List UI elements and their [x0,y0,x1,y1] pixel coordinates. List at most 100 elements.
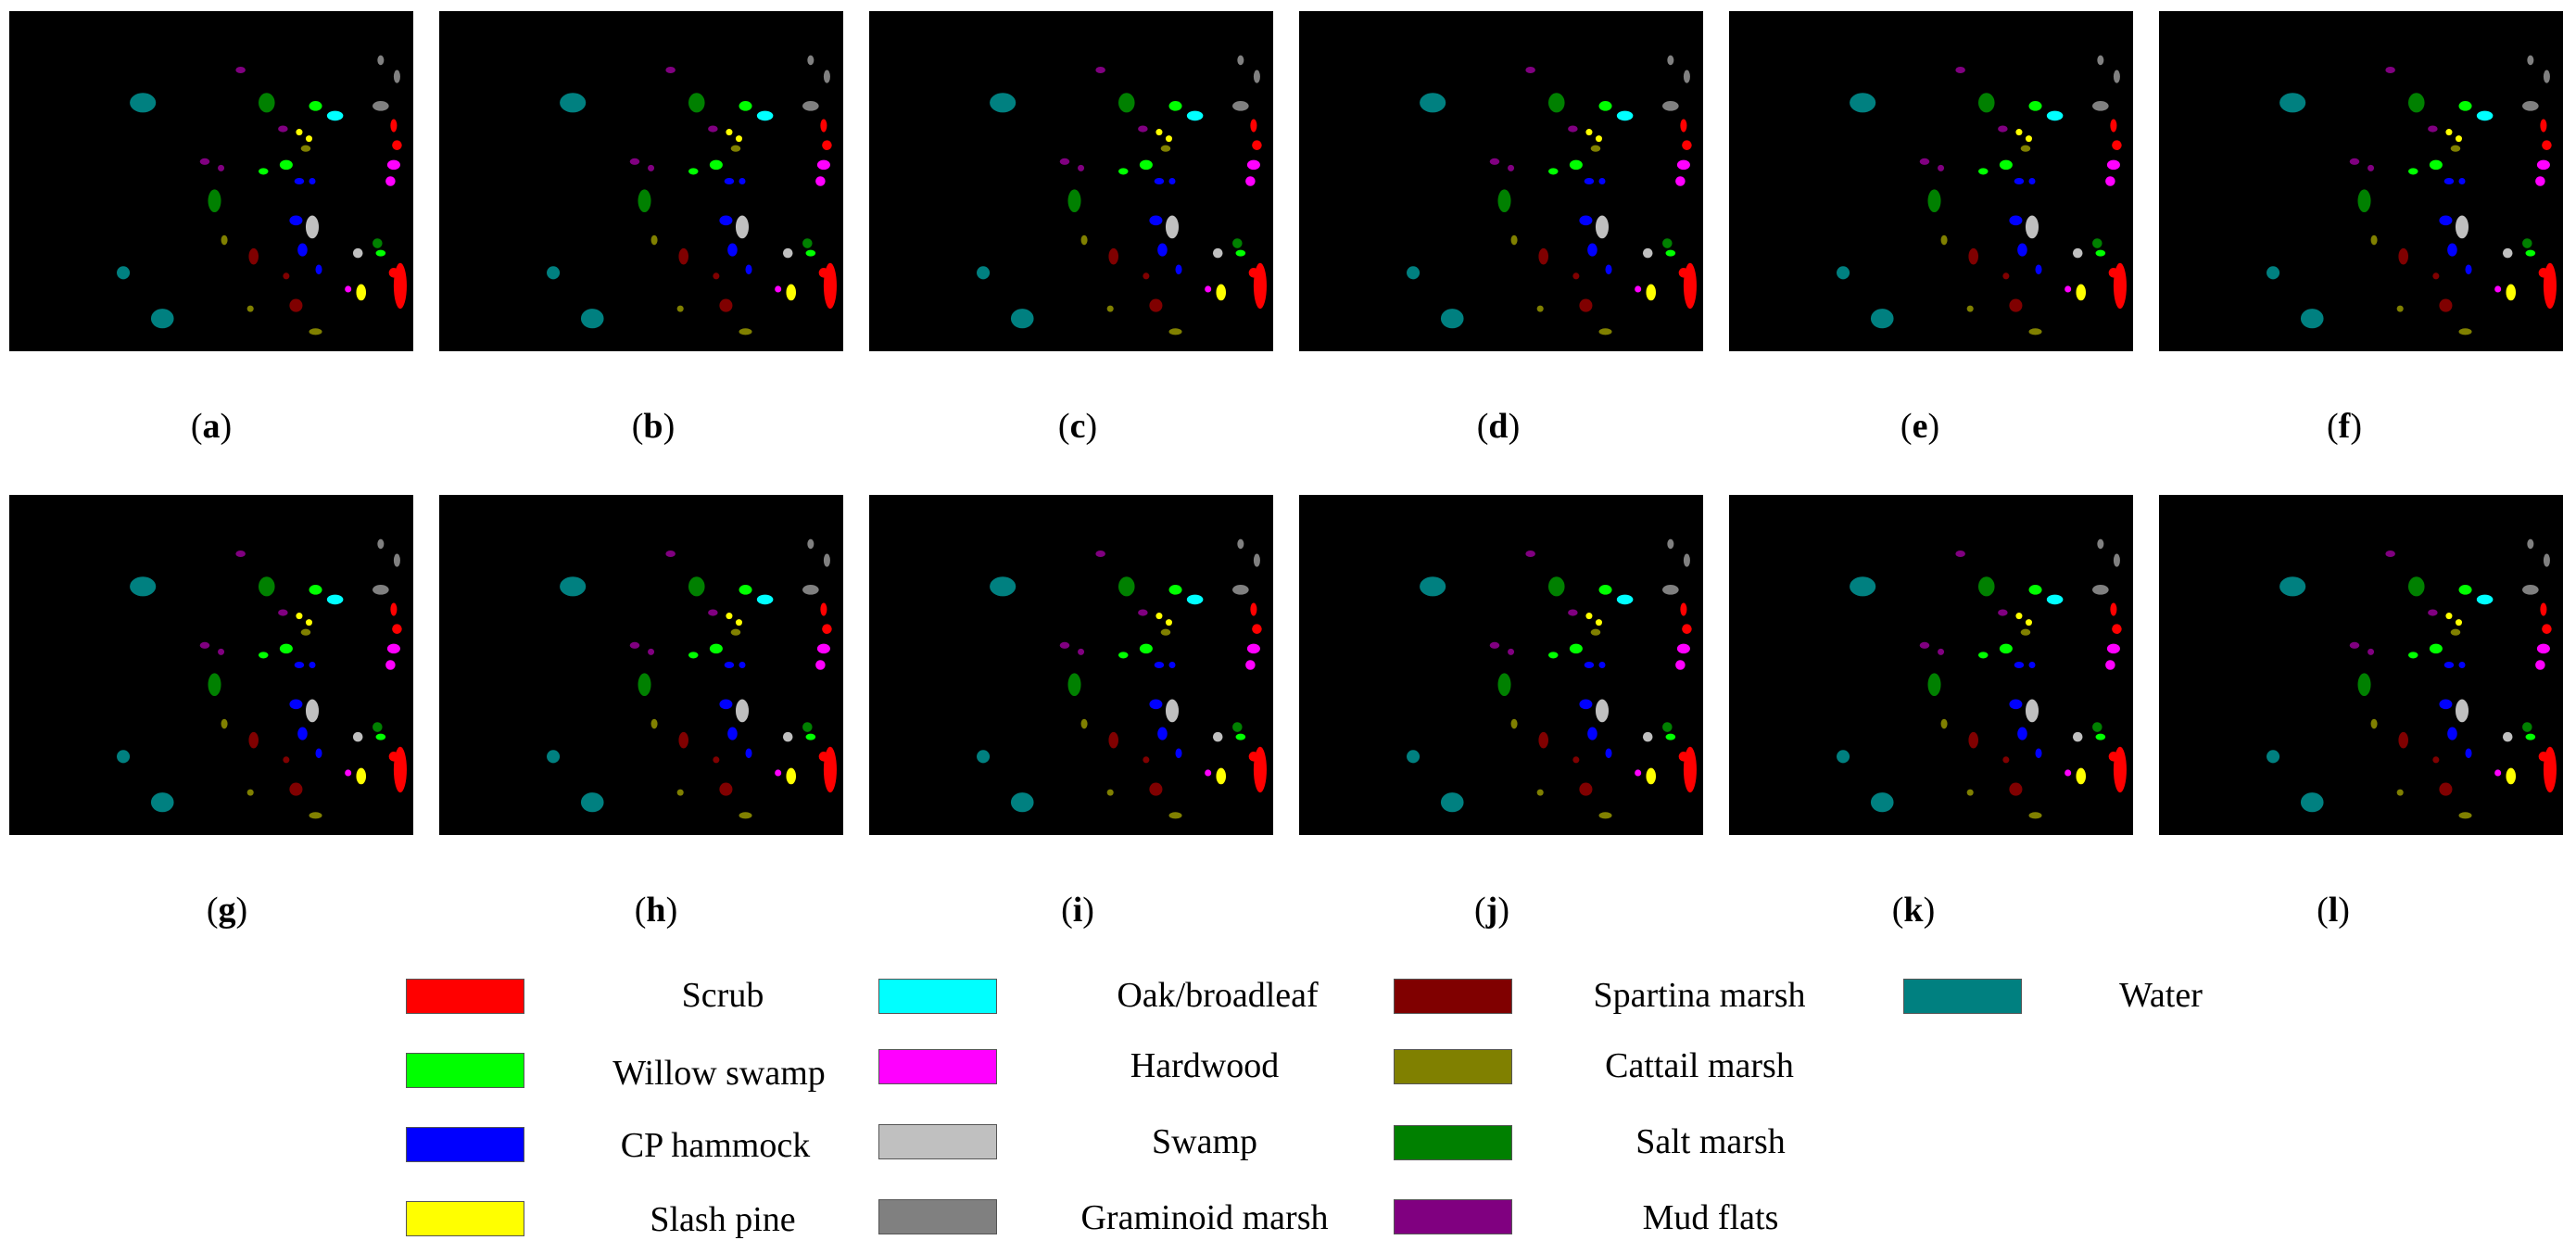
class-region [1595,619,1602,626]
class-region [1998,609,2008,616]
class-region [1157,727,1168,740]
class-region [199,641,210,649]
class-region [2502,247,2513,259]
class-region [2025,135,2032,143]
class-region [2072,247,2083,259]
legend-swatch-slash-pine [406,1201,524,1236]
class-region [719,699,733,710]
class-region [393,553,400,567]
map-regions [1407,538,1697,819]
class-region [1547,93,1565,113]
class-region [629,641,640,649]
class-region [1662,238,1673,248]
class-region [1168,101,1182,111]
class-region [1216,284,1227,301]
class-region [1585,613,1593,620]
class-region [309,585,322,595]
class-region [2113,70,2120,83]
map-regions [1837,538,2127,819]
class-region [1205,285,1212,293]
class-region [246,305,254,312]
class-region [678,247,688,265]
class-region [547,750,561,764]
class-region [2447,243,2457,257]
class-region [730,145,741,152]
class-region [373,585,389,595]
classification-map-i [869,495,1273,835]
class-region [1680,119,1687,133]
caption-g: (g) [206,891,248,930]
class-region [2540,602,2547,616]
legend-label-slash-pine: Slash pine [650,1200,796,1239]
class-region [739,661,746,669]
class-region [1489,158,1500,165]
class-region [1186,594,1204,605]
legend-swatch-spartina-marsh [1394,979,1512,1014]
classification-map-j [1299,495,1703,835]
class-region [1165,215,1180,239]
class-region [309,812,322,819]
class-region [1489,641,1500,649]
class-region [2540,119,2547,133]
class-region [1595,135,1602,143]
class-region [1579,298,1593,312]
class-region [1175,748,1182,759]
class-region [2097,55,2104,66]
class-region [386,159,400,171]
class-region [1108,247,1118,265]
class-region [258,652,269,659]
class-region [2106,643,2120,654]
class-region [2458,661,2466,669]
class-region [1646,767,1657,785]
class-region [1095,550,1105,558]
class-region [1168,585,1182,595]
map-regions [977,538,1267,819]
class-region [258,93,275,113]
class-region [326,594,344,605]
class-region [977,750,991,764]
class-region [730,628,741,636]
class-region [1508,648,1515,655]
legend-swatch-mud-flats [1394,1199,1512,1234]
class-region [688,168,699,175]
class-region [377,55,385,66]
class-region [2108,268,2119,278]
class-region [2300,309,2324,329]
class-region [2092,238,2102,248]
class-region [1165,619,1172,626]
class-region [2429,643,2443,654]
class-region [1149,298,1163,312]
class-region [1850,93,1876,113]
class-region [352,731,363,742]
class-region [2046,110,2064,121]
class-region [278,125,288,133]
class-region [739,101,752,111]
class-region [650,234,658,246]
class-region [2112,140,2122,150]
class-region [2543,553,2550,567]
class-region [739,328,752,335]
class-region [2542,624,2552,634]
class-region [1598,812,1612,819]
class-region [1646,284,1657,301]
class-region [199,158,210,165]
class-region [2536,643,2550,654]
class-region [356,284,367,301]
class-region [2370,718,2378,729]
class-region [1149,699,1163,710]
legend-label-scrub: Scrub [681,976,764,1015]
class-region [1143,756,1150,764]
class-region [1246,159,1260,171]
class-region [805,249,816,257]
class-region [1143,272,1150,280]
class-region [2028,585,2042,595]
class-region [309,661,316,669]
class-region [309,101,322,111]
class-region [221,718,228,729]
class-region [130,576,157,597]
class-region [1662,722,1673,732]
class-region [735,619,742,626]
class-region [1665,733,1676,740]
class-region [2458,812,2472,819]
class-region [2432,272,2440,280]
